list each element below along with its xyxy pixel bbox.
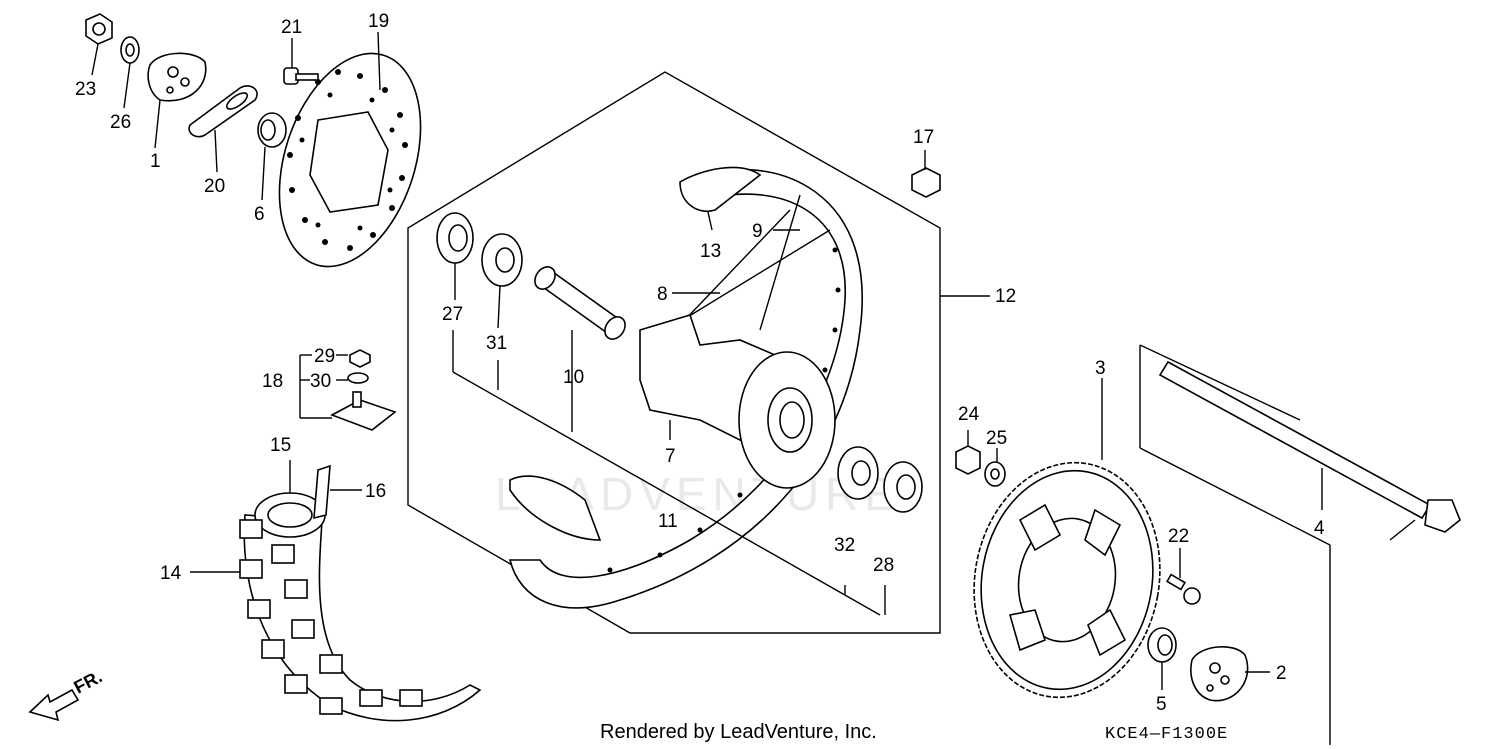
axle-nut <box>85 13 113 45</box>
callout-23: 23 <box>75 79 96 100</box>
rim <box>508 166 863 609</box>
callout-5: 5 <box>1156 694 1167 715</box>
collar-right <box>1147 627 1177 663</box>
callout-11: 11 <box>658 511 678 532</box>
callout-2: 2 <box>1276 663 1287 684</box>
callout-8: 8 <box>657 284 668 305</box>
disc-bolt <box>283 67 319 85</box>
leader-lines <box>91 31 1331 745</box>
callout-28: 28 <box>873 555 894 576</box>
callout-31: 31 <box>486 333 507 354</box>
dust-seal-right <box>883 461 923 513</box>
callout-29: 29 <box>314 346 335 367</box>
callout-9: 9 <box>752 221 763 242</box>
callout-16: 16 <box>365 481 386 502</box>
sprocket-washer <box>984 461 1006 487</box>
callout-4: 4 <box>1314 518 1325 539</box>
rear-wheel-hub <box>639 314 836 489</box>
front-direction-arrow: FR. <box>28 666 105 722</box>
assembly-frame <box>407 71 941 634</box>
chain-slider-plate <box>188 85 258 138</box>
callout-10: 10 <box>563 367 584 388</box>
callout-14: 14 <box>160 563 182 584</box>
callout-13: 13 <box>700 241 721 262</box>
callout-24: 24 <box>958 404 980 425</box>
callout-15: 15 <box>270 435 291 456</box>
front-label: FR. <box>70 666 105 697</box>
driven-sprocket <box>973 461 1161 699</box>
callout-6: 6 <box>254 204 265 225</box>
bearing-right <box>837 446 879 500</box>
callout-7: 7 <box>665 446 676 467</box>
callout-19: 19 <box>368 11 389 32</box>
callout-30: 30 <box>310 371 331 392</box>
sprocket-nut <box>955 445 981 475</box>
callout-27: 27 <box>442 304 463 325</box>
callout-1: 1 <box>150 151 161 172</box>
rim-band <box>313 464 331 520</box>
rear-axle <box>1158 360 1461 541</box>
callout-labels: 1 2 3 4 5 6 7 8 9 10 11 12 13 14 15 16 1… <box>75 11 1325 715</box>
diagram-code: KCE4—F1300E <box>1105 725 1228 744</box>
distance-collar <box>534 266 626 340</box>
adjuster-plate-left <box>147 52 207 102</box>
callout-18: 18 <box>262 371 283 392</box>
callout-17: 17 <box>913 127 934 148</box>
callout-22: 22 <box>1168 526 1189 547</box>
sprocket-bolt <box>1165 573 1201 605</box>
callout-3: 3 <box>1095 358 1106 379</box>
collar-left <box>257 112 287 148</box>
callout-25: 25 <box>986 428 1007 449</box>
callout-32: 32 <box>834 535 855 556</box>
bearing-left <box>481 233 523 287</box>
rim-lock-nut <box>911 167 941 198</box>
callout-12: 12 <box>995 286 1016 307</box>
footer-credit: Rendered by LeadVenture, Inc. <box>600 721 877 743</box>
washer <box>120 36 140 64</box>
brake-disc <box>278 52 422 268</box>
tire-valve <box>330 349 397 431</box>
callout-20: 20 <box>204 176 225 197</box>
dust-seal-left <box>436 212 474 264</box>
rear-tire <box>239 492 482 722</box>
adjuster-plate-right <box>1190 645 1249 702</box>
callout-26: 26 <box>110 112 131 133</box>
callout-21: 21 <box>281 17 302 38</box>
